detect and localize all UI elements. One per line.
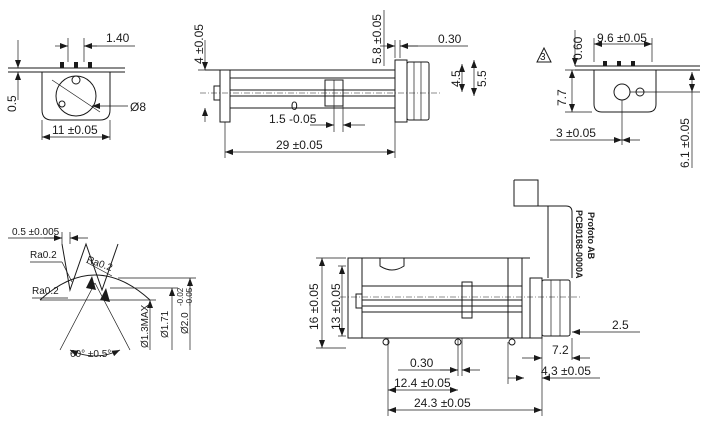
fpc-tab	[513, 180, 538, 207]
motor-body	[406, 61, 430, 121]
fpc-text-2: PCB0168-0000A	[574, 210, 584, 279]
angle-arc	[69, 349, 121, 357]
frame-left-wall	[219, 69, 231, 123]
rear-shaft-hole	[613, 83, 631, 101]
dim-side-d2: 5.5	[475, 70, 489, 87]
motor-body	[541, 279, 571, 337]
dim-side-height: 4 ±0.05	[192, 24, 206, 64]
dim-assembly-a: 12.4 ±0.05	[394, 376, 451, 390]
dim-front-width: 11 ±0.05	[52, 123, 98, 137]
roughness-mark	[86, 276, 96, 290]
dim-rear-top-width: 9.6 ±0.05	[597, 31, 647, 45]
dim-side-d1: 4.5	[449, 70, 463, 87]
dim-detail-major: Ø2.0	[180, 312, 191, 334]
tol-upper: -0.02	[176, 287, 185, 306]
dim-rear-tri: 3	[540, 52, 546, 63]
thread-profile	[61, 242, 119, 292]
leader	[85, 261, 113, 277]
pin-1	[60, 62, 64, 68]
thread-detail: 0.5 ±0.005 Ra0.2 Ra0.2 Ra0.2 Ø1.3MAX Ø1.…	[8, 227, 196, 360]
rear-view: 3 0.60 9.6 ±0.05 7.7 3 ±0.05 6.1 ±0.05	[536, 30, 700, 168]
dim-rear-bottom: 3 ±0.05	[556, 126, 596, 140]
fpc-text-1: Profoto AB	[586, 212, 596, 260]
frame-right-wall	[507, 257, 523, 339]
front-view: 1.40 0.5 Ø8 11 ±0.05	[5, 31, 146, 140]
flank-line-left	[59, 282, 96, 351]
dim-detail-pitch: 0.5 ±0.005	[12, 227, 60, 238]
tol-lower: -0.05	[185, 287, 194, 306]
dim-assembly-inner: 13 ±0.05	[329, 283, 343, 330]
leader	[61, 261, 73, 283]
flank-line-right	[94, 282, 131, 351]
dim-rear-height: 7.7	[555, 89, 569, 106]
pin-2	[617, 61, 621, 66]
mount-hole-top	[71, 75, 81, 85]
mount-hole	[382, 338, 390, 346]
dim-side-zero: 0	[291, 99, 298, 113]
mount-hole-left	[58, 100, 66, 108]
dim-side-thin: 0.30	[438, 32, 462, 46]
mount-hole	[508, 338, 516, 346]
pin-2	[74, 62, 78, 68]
motor-housing-outline	[41, 72, 111, 121]
dim-assembly-b: 24.3 ±0.05	[414, 396, 471, 410]
pin-3	[631, 61, 635, 66]
dim-side-offset: 1.5 -0.05	[269, 112, 317, 126]
dim-side-shaft-top: 5.8 ±0.05	[370, 14, 384, 64]
shaft-end-cap	[355, 293, 363, 309]
dim-rear-top-height: 0.60	[571, 36, 585, 60]
dim-assembly-e: 2.5	[612, 318, 629, 332]
rear-housing-outline	[593, 70, 657, 113]
motor-flange	[529, 277, 543, 339]
frame-notch	[379, 258, 405, 271]
dim-side-length: 29 ±0.05	[276, 138, 323, 152]
dim-detail-minor: Ø1.3MAX	[140, 304, 151, 348]
datum-triangle	[536, 46, 552, 63]
pin-1	[603, 61, 607, 66]
dim-assembly-height: 16 ±0.05	[307, 283, 321, 330]
assembly-view: Profoto AB PCB0168-0000A 16 ±0.05 13 ±0.…	[307, 179, 640, 416]
dim-front-top: 1.40	[106, 31, 130, 45]
pin-3	[88, 62, 92, 68]
slider-nut	[461, 281, 473, 319]
dim-detail-angle: 60° ±0.5°	[70, 349, 111, 360]
roughness-label-1: Ra0.2	[30, 250, 57, 261]
frame-left-wall	[347, 257, 363, 339]
dim-front-diameter: Ø8	[130, 100, 146, 114]
roughness-label-2: Ra0.2	[85, 254, 114, 274]
roughness-mark	[100, 288, 110, 302]
side-view: 4 ±0.05 5.8 ±0.05 0.30 4.5 5.5 0 1.5 -0.…	[192, 10, 489, 158]
dim-assembly-thin: 0.30	[410, 356, 434, 370]
dim-assembly-c: 4.3 ±0.05	[541, 364, 591, 378]
roughness-label-3: Ra0.2	[32, 286, 59, 297]
dim-rear-right: 6.1 ±0.05	[678, 118, 692, 168]
fpc-outline-a	[514, 179, 573, 278]
dim-assembly-d: 7.2	[552, 343, 569, 357]
thread-arc	[39, 274, 151, 301]
dim-front-left: 0.5	[5, 95, 19, 112]
dim-detail-mid: Ø1.71	[160, 310, 171, 338]
motor-flange	[394, 59, 408, 123]
